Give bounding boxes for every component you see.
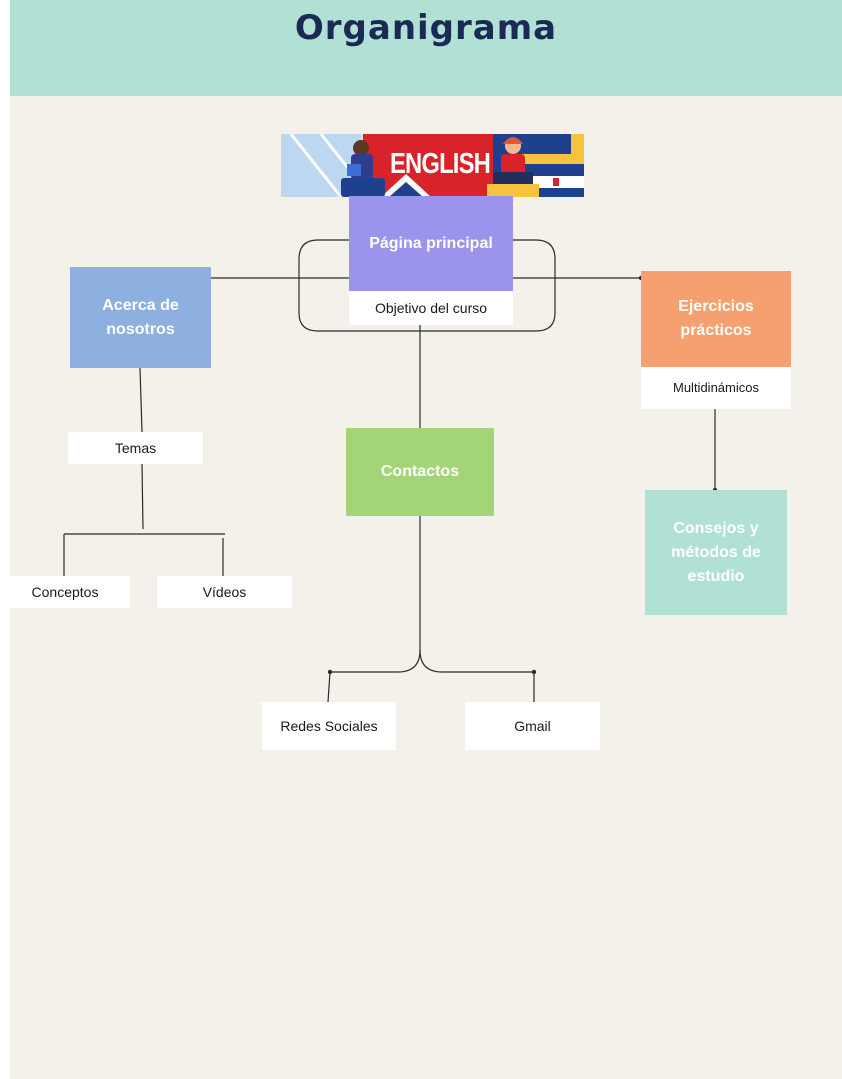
node-temas: Temas (68, 432, 203, 464)
node-redes-sociales: Redes Sociales (262, 702, 396, 750)
arrow-dot (327, 669, 333, 675)
node-videos: Vídeos (157, 576, 292, 608)
frame-connector (298, 239, 556, 332)
node-pagina-principal: Página principal (349, 196, 513, 291)
connector-temas-split (141, 463, 144, 530)
node-conceptos: Conceptos (0, 576, 130, 608)
connector-contactos-fork (327, 516, 421, 703)
node-multidinamicos: Multidinámicos (641, 367, 791, 409)
arrow-dot (531, 669, 537, 675)
node-gmail: Gmail (465, 702, 600, 750)
connector-contactos-fork-right (419, 649, 535, 702)
node-consejos-y-metodos: Consejos y métodos de estudio (645, 490, 787, 615)
node-contactos: Contactos (346, 428, 494, 516)
english-banner: ENGLISH (281, 134, 584, 197)
node-acerca-de-nosotros: Acerca de nosotros (70, 267, 211, 368)
node-objetivo-del-curso: Objetivo del curso (349, 291, 513, 325)
connector-acerca-temas (139, 367, 143, 433)
header-band (10, 0, 842, 96)
banner-illustration (281, 134, 584, 197)
banner-text: ENGLISH (390, 147, 491, 180)
node-ejercicios-practicos: Ejercicios prácticos (641, 271, 791, 367)
page-title: Organigrama (294, 8, 558, 48)
